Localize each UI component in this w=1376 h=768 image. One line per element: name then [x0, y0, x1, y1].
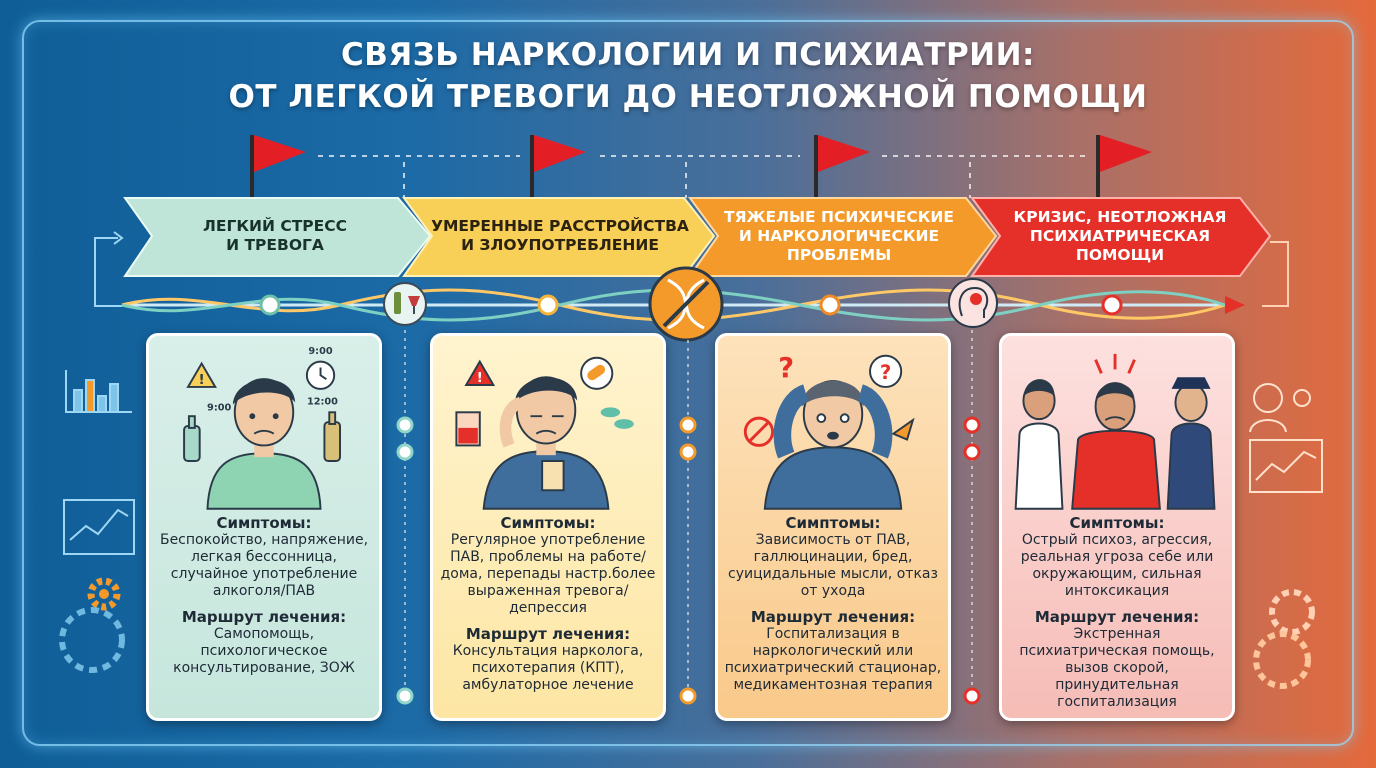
- outer-frame: [22, 20, 1354, 746]
- worried-man-clock-bottles-icon: ! 9:00 9:00 12:00: [183, 346, 341, 510]
- stage-card-severe: ? ? Симптомы: Зависимость от ПАВ, галлюц…: [715, 333, 951, 721]
- stage-card-moderate: ! Симптомы: Регулярное употребление ПАВ,…: [430, 333, 666, 721]
- route-text: Консультация нарколога, психотерапия (КП…: [452, 643, 644, 693]
- title-line-1: СВЯЗЬ НАРКОЛОГИИ И ПСИХИАТРИИ:: [341, 37, 1035, 73]
- svg-text:?: ?: [880, 361, 891, 384]
- agitated-man-icon: [1071, 353, 1161, 510]
- stage-label-crisis: КРИЗИС, НЕОТЛОЖНАЯ ПСИХИАТРИЧЕСКАЯ ПОМОЩ…: [1013, 208, 1227, 264]
- stage-label-moderate: УМЕРЕННЫЕ РАССТРОЙСТВА И ЗЛОУПОТРЕБЛЕНИЕ: [431, 217, 689, 254]
- symptoms-title: Симптомы:: [1069, 514, 1165, 532]
- svg-text:?: ?: [778, 353, 794, 384]
- distressed-man-hands-on-head-icon: ? ?: [743, 353, 915, 510]
- tired-man-drink-pills-icon: !: [455, 356, 634, 510]
- route-title: Маршрут лечения:: [181, 608, 347, 626]
- stage-label-mild: ЛЕГКИЙ СТРЕСС И ТРЕВОГА: [203, 217, 347, 254]
- clock-label: 12:00: [307, 396, 338, 407]
- route-text: Экстренная психиатрическая помощь, вызов…: [1019, 626, 1215, 710]
- symptoms-text: Беспокойство, напряжение, легкая бессонн…: [159, 532, 369, 599]
- clock-label: 9:00: [207, 402, 231, 413]
- svg-text:!: !: [477, 370, 483, 386]
- doctor-police-restraining-man-icon: [1014, 353, 1216, 510]
- police-officer-icon: [1166, 377, 1216, 510]
- route-text: Самопомощь, психологическое консультиров…: [173, 626, 355, 676]
- stage-card-mild: ! 9:00 9:00 12:00 Симптомы: Беспокойство…: [146, 333, 382, 721]
- doctor-icon: [1014, 379, 1064, 510]
- symptoms-text: Регулярное употребление ПАВ, проблемы на…: [440, 532, 656, 616]
- symptoms-title: Симптомы:: [216, 514, 312, 532]
- title-line-2: ОТ ЛЕГКОЙ ТРЕВОГИ ДО НЕОТЛОЖНОЙ ПОМОЩИ: [228, 79, 1148, 115]
- route-title: Маршрут лечения:: [750, 608, 916, 626]
- route-title: Маршрут лечения:: [1034, 608, 1200, 626]
- bottle-icon: [323, 411, 341, 462]
- symptoms-text: Зависимость от ПАВ, галлюцинации, бред, …: [728, 532, 938, 599]
- route-text: Госпитализация в наркологический или пси…: [724, 626, 942, 693]
- symptoms-title: Симптомы:: [500, 514, 596, 532]
- svg-text:!: !: [199, 372, 205, 388]
- stage-card-crisis: Симптомы: Острый психоз, агрессия, реаль…: [999, 333, 1235, 721]
- stage-label-severe: ТЯЖЕЛЫЕ ПСИХИЧЕСКИЕ И НАРКОЛОГИЧЕСКИЕ ПР…: [724, 208, 954, 264]
- clock-label: 9:00: [308, 346, 332, 357]
- route-title: Маршрут лечения:: [465, 625, 631, 643]
- symptoms-text: Острый психоз, агрессия, реальная угроза…: [1020, 532, 1214, 599]
- page-title: СВЯЗЬ НАРКОЛОГИИ И ПСИХИАТРИИ: ОТ ЛЕГКОЙ…: [0, 34, 1376, 118]
- bottle-icon: [183, 415, 201, 462]
- symptoms-title: Симптомы:: [785, 514, 881, 532]
